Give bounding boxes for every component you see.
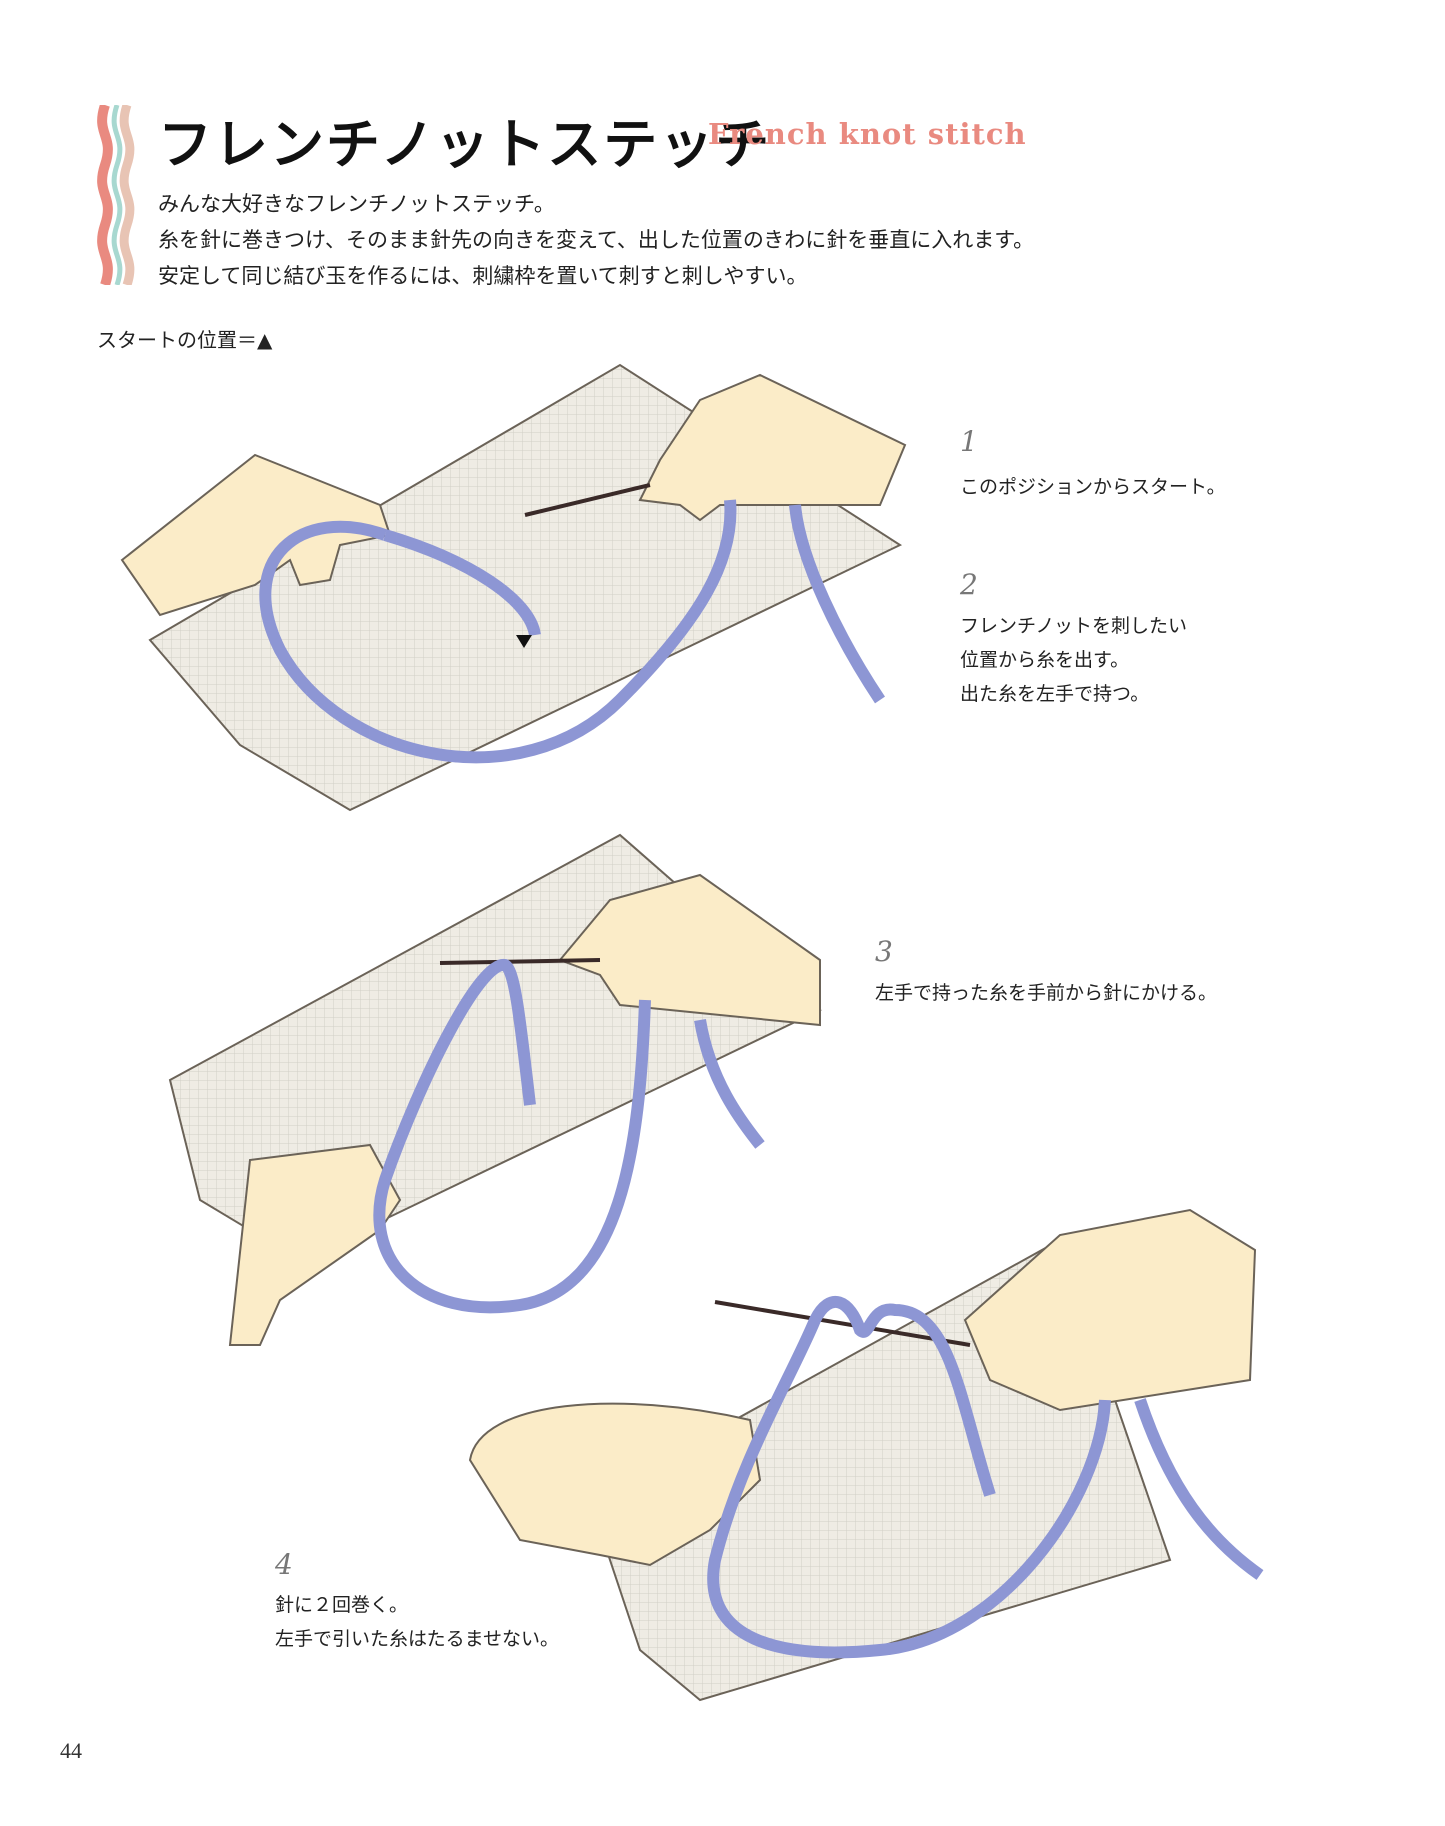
step-number: 1 [960, 425, 978, 458]
illustration-step-4 [468, 1208, 1264, 1702]
step-text-line: 針に２回巻く。 [275, 1594, 409, 1616]
step-text-line: 出た糸を左手で持つ。 [960, 683, 1150, 705]
hand-left [120, 453, 392, 617]
step-text-line: 左手で引いた糸はたるませない。 [275, 1628, 560, 1650]
step-text: このポジションからスタート。 [960, 476, 1226, 498]
step-number: 4 [275, 1548, 293, 1581]
page-number: 44 [60, 1738, 82, 1763]
needle [524, 483, 651, 517]
description-line: 糸を針に巻きつけ、そのまま針先の向きを変えて、出した位置のきわに針を垂直に入れま… [158, 228, 1035, 252]
step-text-line: フレンチノットを刺したい [960, 615, 1188, 637]
page-title: フレンチノットステッチ [158, 113, 772, 176]
page-title-english: French knot stitch [708, 117, 1027, 151]
thread [259, 499, 737, 764]
step-text-line: 位置から糸を出す。 [960, 649, 1130, 671]
start-marker-icon [516, 635, 532, 648]
hand-left [228, 1143, 402, 1346]
hand-right [963, 1208, 1257, 1412]
decorative-ribbon-icon [97, 105, 135, 285]
description-line: 安定して同じ結び玉を作るには、刺繍枠を置いて刺すと刺しやすい。 [158, 264, 808, 288]
step-number: 3 [875, 935, 893, 968]
hand-right [558, 873, 821, 1027]
thread [707, 1295, 1111, 1659]
step-text: フレンチノットを刺したい 位置から糸を出す。 出た糸を左手で持つ。 [960, 609, 1187, 711]
step-text: 左手で持った糸を手前から針にかける。 [875, 982, 1218, 1004]
start-position-note: スタートの位置＝▲ [97, 328, 273, 352]
needle [439, 958, 601, 965]
thread [373, 959, 651, 1314]
step-text: 針に２回巻く。 左手で引いた糸はたるませない。 [275, 1588, 559, 1656]
illustration-step-3 [168, 833, 822, 1346]
illustration-step-1-2 [120, 363, 907, 812]
step-number: 2 [960, 568, 978, 601]
hand-right [638, 373, 907, 522]
description-line: みんな大好きなフレンチノットステッチ。 [158, 192, 555, 216]
needle [714, 1300, 971, 1347]
